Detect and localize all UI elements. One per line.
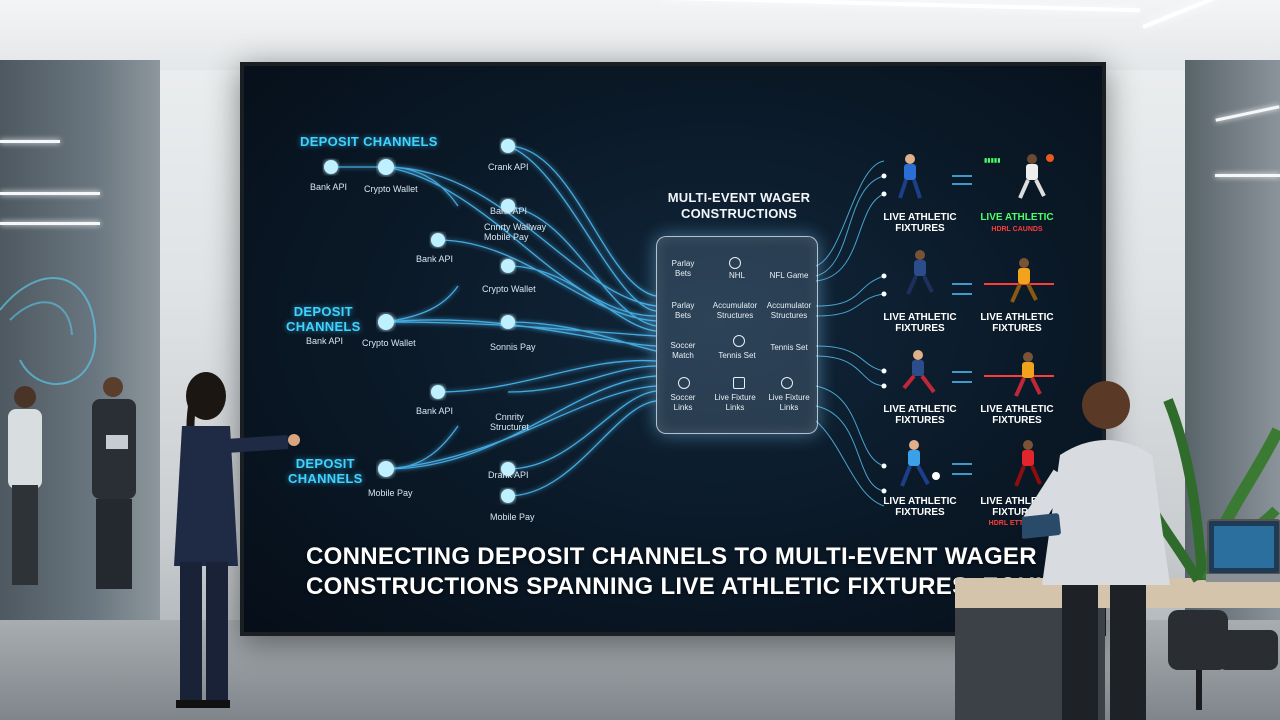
deposit-heading-mid: DEPOSIT CHANNELS xyxy=(286,304,361,334)
hub-cell: Live Fixture Links xyxy=(714,393,756,412)
bank-api-label: Bank API xyxy=(310,182,348,192)
hub-cell: Accumulator Structures xyxy=(766,301,812,320)
flow-diagram xyxy=(324,139,1054,507)
fixtures-label: LIVE ATHLETIC FIXTURES xyxy=(883,212,957,234)
drank-api-label: Drank API xyxy=(488,470,529,480)
fixtures-label: LIVE ATHLETIC FIXTURES xyxy=(980,496,1054,518)
athlete-figure xyxy=(1018,154,1054,199)
hub-cell: Soccer Links xyxy=(670,393,696,412)
arrow-group xyxy=(952,175,972,475)
bank-api-label: Bank API xyxy=(490,206,528,216)
glass-mural xyxy=(0,276,97,385)
fixtures-label: LIVE ATHLETIC FIXTURES xyxy=(980,312,1054,334)
presenter-woman xyxy=(174,372,300,708)
athlete-figure xyxy=(1010,258,1038,303)
fixtures-label-red: HDRL CAUNDS xyxy=(991,226,1043,233)
hub-cell: NHL xyxy=(728,271,745,280)
crypto-wallet-label: Crypto Wallet xyxy=(482,284,536,294)
mobile-pay-label: Cnnrty Wallway Mobile Pay xyxy=(484,222,547,242)
fixtures-label: LIVE ATHLETIC FIXTURES xyxy=(883,496,957,518)
fixture-icon xyxy=(733,377,745,389)
background-people xyxy=(8,377,136,589)
wager-construction-hub: Parlay Bets NHL NFL Game Parlay Bets Acc… xyxy=(656,236,818,434)
mobile-pay-label: Mobile Pay xyxy=(490,512,535,522)
bank-api-label: Bank API xyxy=(306,336,344,346)
hub-cell: Accumulator Structures xyxy=(712,301,758,320)
hub-cell: Tennis Set xyxy=(718,351,756,360)
athlete-figure xyxy=(898,154,922,199)
light-strip xyxy=(0,192,100,195)
hub-cell: Parlay Bets xyxy=(671,301,695,320)
fixtures-label-green: LIVE ATHLETIC xyxy=(980,212,1054,223)
fixtures-label: LIVE ATHLETIC FIXTURES xyxy=(883,404,957,426)
athlete-figure xyxy=(902,350,936,394)
light-strip xyxy=(0,140,60,143)
fixtures-label: LIVE ATHLETIC FIXTURES xyxy=(883,312,957,334)
bank-api-label: Bank API xyxy=(416,254,454,264)
display-screen: DEPOSIT CHANNELS DEPOSIT CHANNELS DEPOSI… xyxy=(240,62,1106,636)
sonnis-pay-label: Sonnis Pay xyxy=(490,342,536,352)
connection-lines xyxy=(331,145,657,497)
endpoint-dots xyxy=(881,173,887,494)
ceiling xyxy=(0,0,1280,70)
light-strip xyxy=(0,222,100,225)
fixture-links xyxy=(815,160,885,507)
athlete-figure xyxy=(1014,352,1042,397)
node-dots xyxy=(324,139,515,503)
athlete-figure xyxy=(1014,440,1042,487)
hub-title: MULTI-EVENT WAGER CONSTRUCTIONS xyxy=(667,190,811,221)
man-with-tablet xyxy=(1022,381,1170,720)
hockey-icon xyxy=(729,257,741,269)
athlete-figure xyxy=(906,250,934,295)
crypto-wallet-label: Crypto Wallet xyxy=(362,338,416,348)
caption-line-2: CONSTRUCTIONS SPANNING LIVE ATHLETIC FIX… xyxy=(306,573,1078,600)
structure-label: Cnnrity Structuret xyxy=(490,412,530,432)
crank-api-label: Crank API xyxy=(488,162,529,172)
deposit-heading-top: DEPOSIT CHANNELS xyxy=(300,134,438,149)
soccer-ball-icon xyxy=(781,377,793,389)
athlete-figure xyxy=(900,440,940,487)
hub-cell: Soccer Match xyxy=(670,341,696,360)
hub-cell: Parlay Bets xyxy=(671,259,695,278)
deposit-heading-bottom: DEPOSIT CHANNELS xyxy=(288,456,363,486)
tennis-ball-icon xyxy=(733,335,745,347)
light-strip xyxy=(1215,174,1280,177)
mobile-pay-label: Mobile Pay xyxy=(368,488,413,498)
laptop xyxy=(1206,519,1280,582)
hub-cell: Tennis Set xyxy=(770,343,808,352)
fixtures-label-red: HDRL ETT BARD xyxy=(988,520,1046,527)
hub-cell: NFL Game xyxy=(769,271,809,280)
light-strip xyxy=(1215,105,1280,122)
ticker-text: ▮▮▮▮▮ xyxy=(984,158,1001,164)
crypto-wallet-label: Crypto Wallet xyxy=(364,184,418,194)
bank-api-label: Bank API xyxy=(416,406,454,416)
fixtures-label: LIVE ATHLETIC FIXTURES xyxy=(980,404,1054,426)
screen-caption: CONNECTING DEPOSIT CHANNELS TO MULTI-EVE… xyxy=(306,542,1078,602)
caption-line-1: CONNECTING DEPOSIT CHANNELS TO MULTI-EVE… xyxy=(306,543,1037,570)
office-chair xyxy=(1168,610,1278,710)
hub-cell: Live Fixture Links xyxy=(768,393,810,412)
shield-icon xyxy=(678,377,690,389)
